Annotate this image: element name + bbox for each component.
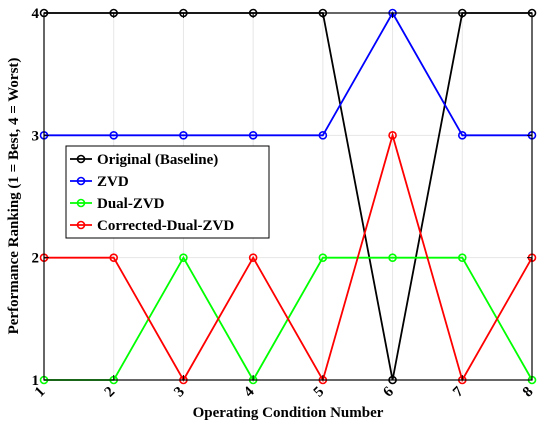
y-tick-label: 3 <box>32 128 40 144</box>
x-tick-label: 3 <box>171 384 188 401</box>
x-tick-label: 6 <box>380 384 397 401</box>
x-tick-label: 8 <box>520 384 537 401</box>
legend-label: ZVD <box>97 174 129 190</box>
x-axis-title: Operating Condition Number <box>193 405 384 421</box>
legend: Original (Baseline) ZVD Dual-ZVD Corrected-… <box>66 146 269 238</box>
y-tick-label: 2 <box>32 251 40 267</box>
y-tick-label: 4 <box>32 6 40 22</box>
x-tick-label: 7 <box>450 384 467 401</box>
legend-label: Dual-ZVD <box>97 196 165 212</box>
x-tick-label: 1 <box>32 384 49 401</box>
legend-label: Original (Baseline) <box>97 152 218 168</box>
x-tick-label: 4 <box>241 384 258 401</box>
x-tick-label: 5 <box>311 384 328 401</box>
legend-label: Corrected-Dual-ZVD <box>97 218 234 234</box>
x-tick-label: 2 <box>102 384 119 401</box>
y-axis-title: Performance Ranking (1 = Best, 4 = Worst… <box>6 58 22 335</box>
